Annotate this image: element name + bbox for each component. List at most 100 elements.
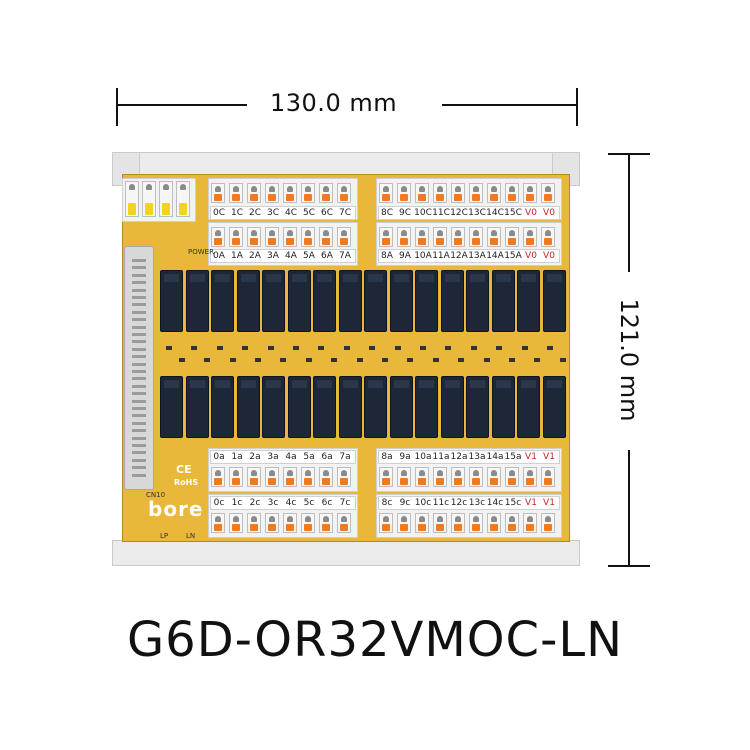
power-led-label: POWER <box>188 248 214 256</box>
terminal-slot[interactable] <box>505 183 519 203</box>
height-dimension-label: 121.0 mm <box>615 298 643 422</box>
terminal-slot[interactable] <box>229 467 243 487</box>
indicator-led <box>216 346 223 350</box>
terminal-slot[interactable] <box>301 513 315 533</box>
terminal-slot[interactable] <box>469 513 483 533</box>
terminal-slot[interactable] <box>433 183 447 203</box>
terminal-slot[interactable] <box>379 467 393 487</box>
terminal-slot[interactable] <box>541 467 555 487</box>
terminal-slot[interactable] <box>433 467 447 487</box>
terminal-slot[interactable] <box>379 183 393 203</box>
power-terminal[interactable] <box>176 181 190 217</box>
terminal-slot[interactable] <box>229 227 243 247</box>
terminal-slot[interactable] <box>541 183 555 203</box>
terminal-slot[interactable] <box>469 183 483 203</box>
terminal-slot[interactable] <box>229 183 243 203</box>
terminal-slot[interactable] <box>415 227 429 247</box>
terminal-slot[interactable] <box>451 513 465 533</box>
terminal-slot[interactable] <box>211 227 225 247</box>
terminal-slot[interactable] <box>337 513 351 533</box>
terminal-slot[interactable] <box>487 513 501 533</box>
terminal-slot[interactable] <box>211 513 225 533</box>
relay <box>440 376 464 438</box>
terminal-slot[interactable] <box>379 227 393 247</box>
terminal-slot[interactable] <box>433 227 447 247</box>
terminal-slot[interactable] <box>541 513 555 533</box>
terminal-slot[interactable] <box>397 467 411 487</box>
terminal-slot[interactable] <box>523 467 537 487</box>
terminal-slot[interactable] <box>451 227 465 247</box>
terminal-slot[interactable] <box>211 467 225 487</box>
terminal-slot[interactable] <box>469 467 483 487</box>
indicator-led <box>547 346 553 350</box>
terminal-slot[interactable] <box>301 183 315 203</box>
terminal-slot[interactable] <box>265 227 279 247</box>
terminal-slot[interactable] <box>265 513 279 533</box>
terminal-slot[interactable] <box>265 183 279 203</box>
terminal-slot[interactable] <box>487 227 501 247</box>
terminal-label: 7a <box>339 452 351 462</box>
connector-label: CN10 <box>146 491 166 499</box>
terminal-slot[interactable] <box>337 467 351 487</box>
ribbon-cable-connector[interactable] <box>124 246 154 490</box>
terminal-slot[interactable] <box>397 513 411 533</box>
terminal-slot[interactable] <box>523 227 537 247</box>
terminal-slot[interactable] <box>397 183 411 203</box>
top-rail <box>112 152 580 176</box>
terminal-slot[interactable] <box>451 467 465 487</box>
terminal-slot[interactable] <box>397 227 411 247</box>
terminal-label: 14a <box>486 452 504 462</box>
terminal-slot[interactable] <box>301 227 315 247</box>
terminal-slot[interactable] <box>301 467 315 487</box>
terminal-label: 6c <box>321 498 333 508</box>
terminal-slot[interactable] <box>211 183 225 203</box>
terminal-slot[interactable] <box>505 467 519 487</box>
terminal-slot[interactable] <box>319 227 333 247</box>
terminal-slot[interactable] <box>415 183 429 203</box>
terminal-slot[interactable] <box>319 183 333 203</box>
power-terminal[interactable] <box>125 181 139 217</box>
terminal-slot[interactable] <box>283 467 297 487</box>
connector-pin <box>132 392 146 396</box>
terminal-label: 3C <box>266 208 279 218</box>
terminal-slot[interactable] <box>505 227 519 247</box>
terminal-slot[interactable] <box>319 467 333 487</box>
power-terminal[interactable] <box>142 181 156 217</box>
connector-pin <box>132 414 146 418</box>
terminal-label: 5a <box>303 452 315 462</box>
terminal-slot[interactable] <box>379 513 393 533</box>
terminal-slot[interactable] <box>319 513 333 533</box>
terminal-slot[interactable] <box>247 183 261 203</box>
connector-pin <box>132 466 146 470</box>
terminal-slot[interactable] <box>523 513 537 533</box>
terminal-slot[interactable] <box>247 227 261 247</box>
terminal-slot[interactable] <box>415 467 429 487</box>
terminal-slot[interactable] <box>415 513 429 533</box>
terminal-slot[interactable] <box>487 183 501 203</box>
brand-logo: bore <box>148 497 204 521</box>
terminal-slot[interactable] <box>469 227 483 247</box>
terminal-slot[interactable] <box>283 227 297 247</box>
terminal-slot[interactable] <box>247 513 261 533</box>
connector-pin <box>132 266 146 270</box>
terminal-slot[interactable] <box>541 227 555 247</box>
terminal-slot[interactable] <box>247 467 261 487</box>
terminal-slot[interactable] <box>451 183 465 203</box>
terminal-slot[interactable] <box>433 513 447 533</box>
terminal-slot[interactable] <box>337 227 351 247</box>
power-terminal[interactable] <box>159 181 173 217</box>
terminal-slot[interactable] <box>487 467 501 487</box>
connector-pin <box>132 259 146 262</box>
terminal-slot[interactable] <box>283 513 297 533</box>
terminal-slot[interactable] <box>229 513 243 533</box>
terminal-label: 9A <box>399 251 411 261</box>
terminal-slot[interactable] <box>523 183 537 203</box>
terminal-slot[interactable] <box>265 467 279 487</box>
indicator-led <box>559 358 566 362</box>
terminal-slot[interactable] <box>505 513 519 533</box>
relay <box>542 270 566 332</box>
terminal-slot[interactable] <box>283 183 297 203</box>
terminal-slot[interactable] <box>337 183 351 203</box>
